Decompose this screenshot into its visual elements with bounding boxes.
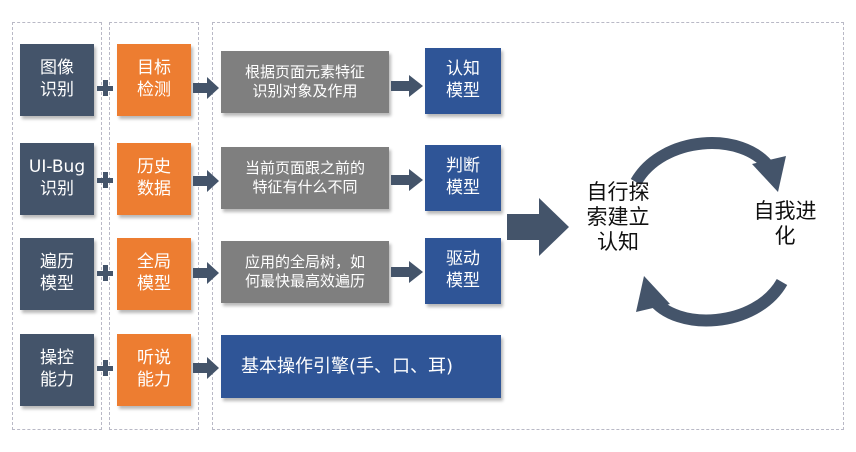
description-box-element-features: 根据页面元素特征 识别对象及作用 [221,51,389,113]
right-arrow-icon [391,169,423,191]
model-box-cognition: 认知 模型 [425,48,501,114]
right-arrow-icon [391,261,423,283]
capability-box-image-recognition: 图像 识别 [20,44,94,116]
description-box-page-diff: 当前页面跟之前的 特征有什么不同 [221,147,389,209]
plus-icon [97,172,113,188]
method-box-global-model: 全局 模型 [117,238,191,310]
engine-box-basic-operation: 基本操作引擎(手、口、耳) [221,335,501,398]
model-box-driver: 驱动 模型 [425,238,501,304]
capability-box-traversal-model: 遍历 模型 [20,238,94,310]
description-box-global-tree: 应用的全局树，如 何最快最高效遍历 [221,241,389,303]
right-arrow-icon [193,357,219,379]
method-column-frame [109,22,199,430]
capability-box-control-ability: 操控 能力 [20,334,94,406]
right-arrow-icon [193,262,219,284]
method-box-listen-speak-ability: 听说 能力 [117,334,191,406]
right-arrow-icon [391,75,423,97]
plus-icon [97,360,113,376]
capability-column-frame [12,22,102,430]
process-frame [212,22,844,430]
capability-box-ui-bug-recognition: UI-Bug 识别 [20,143,94,215]
cycle-label-self-cognition: 自行探 索建立 认知 [586,180,650,255]
plus-icon [97,80,113,96]
right-arrow-icon [193,77,219,99]
method-box-object-detection: 目标 检测 [117,44,191,116]
method-box-history-data: 历史 数据 [117,143,191,215]
big-right-arrow-icon [507,198,569,256]
model-box-judgment: 判断 模型 [425,145,501,211]
cycle-label-self-evolution: 自我进 化 [753,199,817,249]
plus-icon [97,265,113,281]
cycle-arrows-icon [630,137,788,327]
right-arrow-icon [193,170,219,192]
